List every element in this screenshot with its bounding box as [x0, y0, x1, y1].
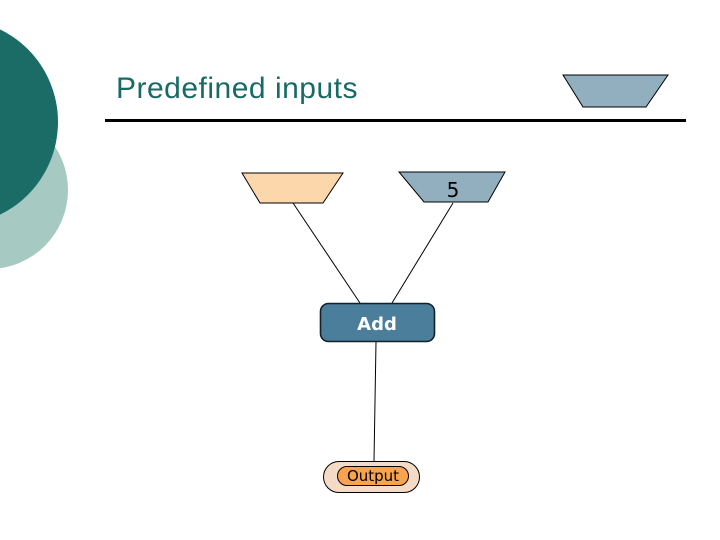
output-node-inner [337, 466, 409, 486]
input-node-value [397, 171, 506, 203]
input-node-blank [241, 172, 344, 204]
decoration-corner-trapezoid [562, 74, 669, 108]
add-node-label: Add [357, 314, 397, 335]
input-node-value-label: 5 [447, 178, 460, 202]
connector-add-to-output [373, 341, 377, 462]
connector-left-input-to-add [292, 202, 361, 304]
page-title: Predefined inputs [116, 72, 358, 105]
output-node-label: Output [347, 467, 399, 485]
title-underline [105, 119, 686, 122]
connector-right-input-to-add [391, 202, 454, 304]
add-node [319, 302, 436, 343]
